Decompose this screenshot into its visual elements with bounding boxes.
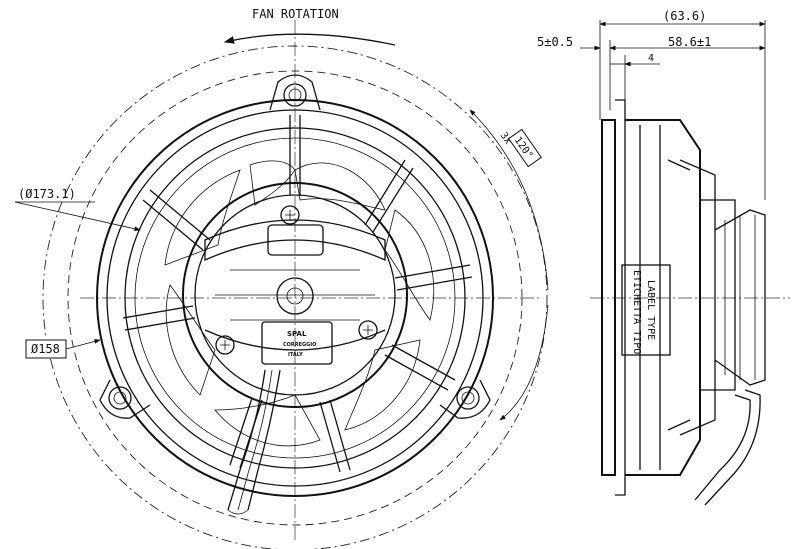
width-flange-label: 5±0.5 (537, 35, 573, 49)
fan-blades (164, 160, 435, 447)
width-body-label: 58.6±1 (668, 35, 711, 49)
bolt-circle-dashed (67, 70, 523, 526)
shroud-ring-2 (106, 109, 484, 487)
mounting-lug-right (439, 379, 491, 419)
screw-icon (215, 335, 235, 355)
rotation-arrow-icon (223, 33, 396, 46)
fan-rotation-label: FAN ROTATION (252, 7, 339, 21)
brand-country-text: ITALY (288, 352, 303, 358)
label-line1: ETICHETTA TIPO (631, 270, 642, 354)
dimension-partial-widths: 5±0.5 58.6±1 (537, 35, 766, 51)
diameter-outer-label: (Ø173.1) (18, 187, 76, 201)
side-cable (694, 394, 751, 501)
brand-plate: SPAL CORREGGIO ITALY (261, 321, 333, 365)
brand-text: SPAL (287, 330, 307, 338)
front-view: SPAL CORREGGIO ITALY FAN ROTATION (Ø173.… (14, 7, 549, 549)
dimension-overall-width: (63.6) (599, 9, 766, 27)
mounting-lug-left (99, 379, 151, 419)
outer-dashed-circle (42, 45, 548, 549)
width-overall-label: (63.6) (663, 9, 706, 23)
motor-screws (215, 205, 378, 355)
motor-housing (182, 182, 408, 408)
label-line2: LABEL TYPE (645, 280, 656, 340)
shroud-ring-3 (124, 127, 466, 469)
dimension-small: 4 (610, 53, 660, 67)
screw-icon (358, 320, 378, 340)
fan-rotation-indicator: FAN ROTATION (223, 7, 396, 46)
shroud-outer-ring (96, 99, 494, 497)
side-view: ETICHETTA TIPO LABEL TYPE (63.6) 5±0.5 5… (537, 9, 790, 506)
power-cable (227, 369, 281, 515)
side-shroud (625, 119, 701, 476)
screw-icon (280, 205, 300, 225)
side-flange (601, 119, 616, 476)
dimension-diameter-outer: (Ø173.1) (14, 187, 141, 232)
shroud-ring-4 (134, 137, 456, 459)
brand-sub-text: CORREGGIO (283, 342, 316, 348)
label-type-plate: ETICHETTA TIPO LABEL TYPE (621, 264, 671, 356)
dimension-diameter-inner: Ø158 (25, 339, 101, 359)
mounting-lug-top (269, 74, 321, 111)
dimension-angle: 3x 120° (469, 109, 549, 421)
diameter-inner-label: Ø158 (31, 342, 60, 356)
width-small-label: 4 (648, 53, 654, 64)
